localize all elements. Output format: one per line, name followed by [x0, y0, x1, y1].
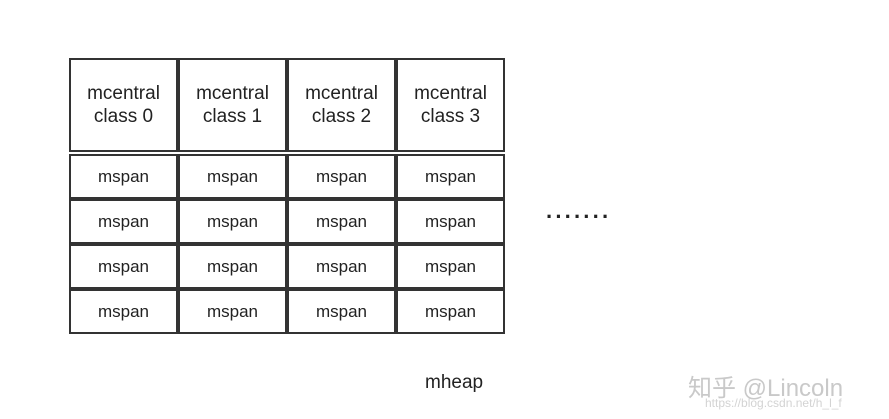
mspan-cell: mspan — [287, 289, 396, 334]
mspan-cell: mspan — [178, 199, 287, 244]
mspan-cell: mspan — [396, 244, 505, 289]
mspan-cell: mspan — [178, 154, 287, 199]
mcentral-header-label: mcentral — [87, 83, 160, 104]
mspan-cell: mspan — [287, 154, 396, 199]
mspan-cell: mspan — [178, 244, 287, 289]
mcentral-header-2: mcentral class 2 — [287, 58, 396, 152]
mcentral-header-3: mcentral class 3 — [396, 58, 505, 152]
mspan-cell: mspan — [287, 199, 396, 244]
mspan-cell: mspan — [396, 154, 505, 199]
mspan-cell: mspan — [69, 289, 178, 334]
mspan-cell: mspan — [396, 199, 505, 244]
mcentral-header-1: mcentral class 1 — [178, 58, 287, 152]
mcentral-class-label: class 2 — [311, 106, 372, 127]
more-columns-ellipsis: ······· — [546, 204, 612, 229]
mcentral-class-label: class 0 — [93, 106, 154, 127]
mheap-caption: mheap — [425, 372, 484, 393]
mcentral-class-label: class 3 — [420, 106, 481, 127]
mspan-cell: mspan — [69, 154, 178, 199]
mspan-cell: mspan — [396, 289, 505, 334]
mcentral-class-label: class 1 — [202, 106, 263, 127]
mspan-cell: mspan — [69, 244, 178, 289]
zhihu-watermark: 知乎 @Lincoln — [688, 375, 844, 402]
mcentral-header-label: mcentral — [414, 83, 487, 104]
csdn-watermark-url: https://blog.csdn.net/h_l_f — [705, 396, 842, 410]
mspan-cell: mspan — [69, 199, 178, 244]
mspan-cell: mspan — [287, 244, 396, 289]
mcentral-header-label: mcentral — [196, 83, 269, 104]
mcentral-header-0: mcentral class 0 — [69, 58, 178, 152]
mspan-cell: mspan — [178, 289, 287, 334]
mcentral-header-label: mcentral — [305, 83, 378, 104]
